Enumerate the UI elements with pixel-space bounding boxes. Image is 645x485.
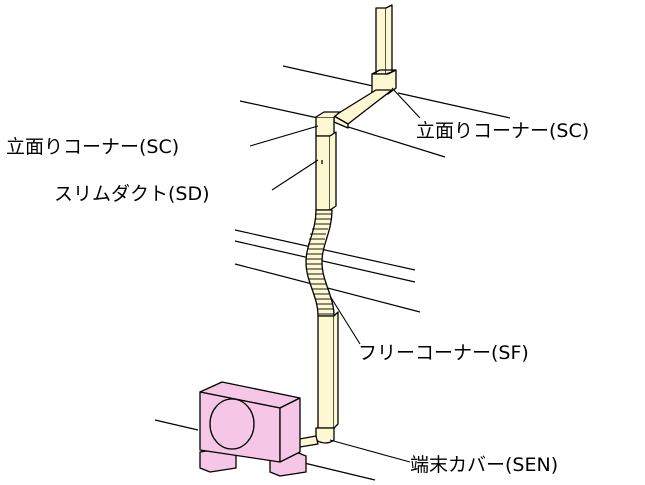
leader-sd (271, 159, 319, 191)
duct-top-vertical-side (385, 4, 393, 75)
duct-bottom-vertical (317, 315, 335, 429)
duct-assembly (293, 4, 397, 449)
wall-line (344, 125, 446, 158)
leader-sc-right (391, 87, 421, 119)
lower-corner (315, 116, 335, 137)
label-vertical-corner-right: 立面りコーナー(SC) (416, 120, 590, 142)
label-free-corner: フリーコーナー(SF) (358, 342, 529, 364)
label-slim-duct: スリムダクト(SD) (54, 183, 210, 205)
duct-middle-vertical (315, 135, 331, 211)
wall-line (154, 419, 199, 431)
wall-line (299, 461, 376, 481)
label-end-cover: 端末カバー(SEN) (410, 454, 559, 476)
unit-side (279, 397, 301, 463)
unit-fan-grille (209, 398, 255, 450)
flex-ribs (306, 213, 334, 315)
wall-line (234, 229, 416, 271)
leader-sf (329, 295, 361, 345)
leader-sc-left (249, 125, 319, 147)
outdoor-unit (199, 381, 307, 477)
duct-horizontal-top (333, 89, 393, 125)
wall-line (397, 92, 511, 119)
wall-line (234, 240, 416, 283)
label-vertical-corner-left: 立面りコーナー(SC) (6, 136, 180, 158)
duct-top-vertical (375, 7, 387, 75)
wall-line (282, 65, 383, 89)
wall-line (239, 100, 319, 119)
leader-sen (329, 439, 411, 463)
leader-lines (249, 87, 421, 463)
